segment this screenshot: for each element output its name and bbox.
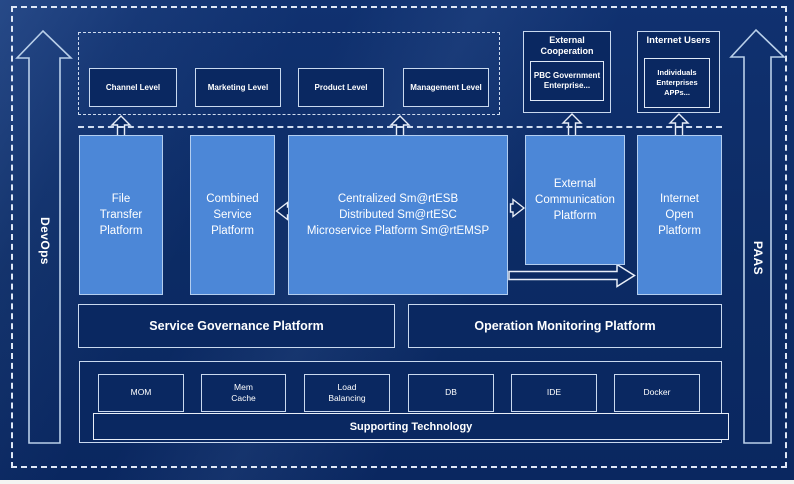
level-box-marketing: Marketing Level [195,68,281,107]
service-governance-platform-box: Service Governance Platform [78,304,395,348]
tech-box-mem-cache: Mem Cache [201,374,286,412]
operation-monitoring-platform-box: Operation Monitoring Platform [408,304,722,348]
tech-box-ide: IDE [511,374,597,412]
level-box-product: Product Level [298,68,384,107]
levels-dashed-container [78,32,500,115]
devops-label: DevOps [38,217,52,265]
platform-combined-service: Combined Service Platform [190,135,275,295]
tech-box-load-balancing: Load Balancing [304,374,390,412]
bottom-edge-strip [0,480,794,484]
level-box-channel: Channel Level [89,68,177,107]
outer-dashed-border [11,6,787,468]
paas-arrow [729,28,786,444]
paas-label: PAAS [751,240,765,276]
long-arrow-esb-to-internet-open [508,263,636,288]
up-arrow-external-communication [561,113,583,137]
platform-file-transfer: File Transfer Platform [79,135,163,295]
dashed-separator-line [78,126,722,128]
devops-arrow [15,29,73,444]
platform-esb-suite: Centralized Sm@rtESB Distributed Sm@rtES… [288,135,508,295]
supporting-technology-bar: Supporting Technology [93,413,729,440]
level-box-management: Management Level [403,68,489,107]
platform-external-communication: External Communication Platform [525,135,625,265]
internet-users-members: Individuals Enterprises APPs... [644,58,710,108]
platform-internet-open: Internet Open Platform [637,135,722,295]
internet-users-title: Internet Users [646,35,711,46]
right-arrow-esb-to-external-communication [509,198,526,218]
tech-box-docker: Docker [614,374,700,412]
tech-box-mom: MOM [98,374,184,412]
up-arrow-internet-open [668,113,690,137]
external-cooperation-members: PBC Government Enterprise... [530,61,604,101]
tech-box-db: DB [408,374,494,412]
external-cooperation-title: External Cooperation [540,35,594,57]
